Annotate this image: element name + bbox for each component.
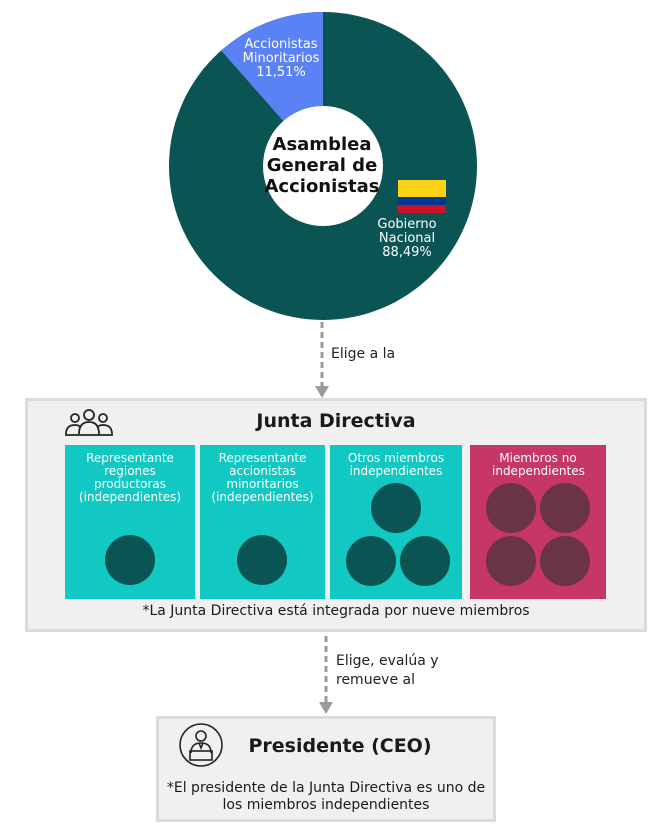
ceo-title: Presidente (CEO) [248,735,432,757]
ceo-note: *El presidente de la Junta Directiva es … [166,780,486,813]
assembly-title: Asamblea General de Accionistas [264,134,380,197]
minority-label-line1: Accionistas [244,37,318,52]
member-circle [237,535,287,585]
arrow2-label-line1: Elige, evalúa y [336,653,439,669]
ceo-panel [156,716,496,822]
junta-note: *La Junta Directiva está integrada por n… [142,603,530,619]
ceo-person-icon [179,723,223,767]
member-circle [486,536,536,586]
arrow1-label: Elige a la [331,346,396,362]
member-circle [540,536,590,586]
member-circle [105,535,155,585]
member-circle [540,483,590,533]
government-label-line2: Nacional [378,231,436,246]
people-group-icon [65,409,113,436]
card-otros: Otros miembros independientes [330,445,462,599]
government-pct: 88,49% [382,245,432,260]
government-label: Gobierno Nacional 88,49% [365,218,449,260]
card-no-independientes: Miembros no independientes [470,445,606,599]
government-label-line1: Gobierno [377,217,437,232]
junta-title: Junta Directiva [256,410,416,432]
card-minoritarios-label: Representante accionistas minoritarios (… [211,451,314,504]
arrow-down-icon [319,636,333,714]
card-regiones: Representante regiones productoras (inde… [65,445,195,599]
minority-label-line2: Minoritarios [242,51,320,66]
arrow2-label-line2: remueve al [336,672,416,688]
flag-colombia-icon [398,180,446,213]
minority-pct: 11,51% [256,65,306,80]
member-circle [400,536,450,586]
donut-hole [263,106,383,226]
member-circle [346,536,396,586]
arrow-down-icon [315,322,329,398]
ownership-donut [169,12,477,320]
member-circle [371,483,421,533]
card-otros-label: Otros miembros independientes [347,451,445,478]
card-no-independientes-label: Miembros no independientes [492,451,585,478]
arrow2-label: Elige, evalúa y remueve al [336,652,439,690]
minority-label: Accionistas Minoritarios 11,51% [226,38,336,80]
card-minoritarios: Representante accionistas minoritarios (… [200,445,325,599]
member-circle [486,483,536,533]
card-regiones-label: Representante regiones productoras (inde… [78,451,182,504]
